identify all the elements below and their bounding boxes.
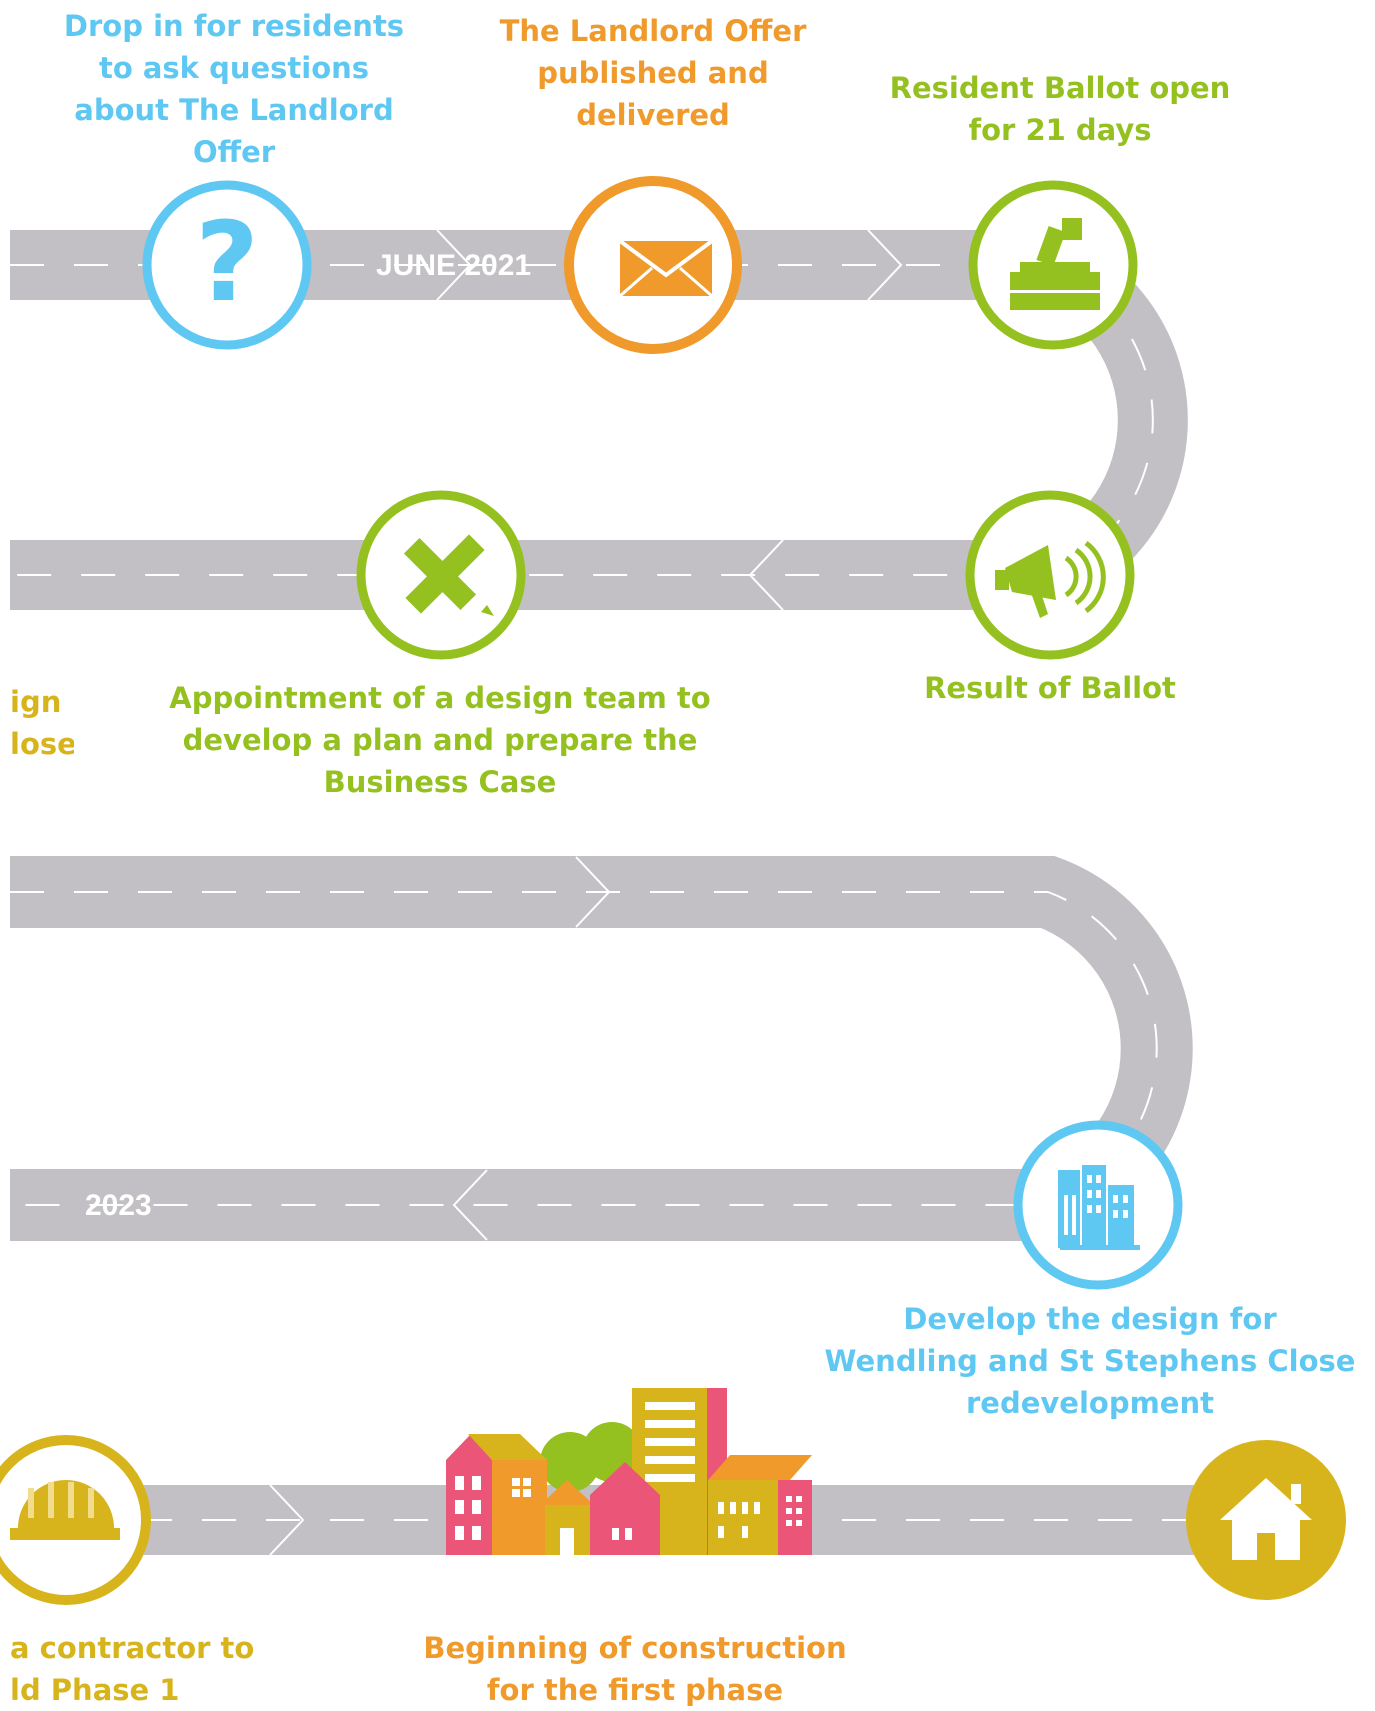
svg-text:?: ? bbox=[195, 198, 259, 326]
partial-design-label: ign lose bbox=[10, 685, 74, 761]
house-icon bbox=[1186, 1440, 1346, 1600]
ballot-open-label: Resident Ballot open for 21 days bbox=[889, 71, 1231, 147]
design-team-label: Appointment of a design team to develop … bbox=[169, 681, 711, 799]
city-buildings-icon bbox=[446, 1388, 812, 1555]
direction-chevrons bbox=[269, 229, 903, 1556]
date-2023: 2023 bbox=[85, 1189, 152, 1222]
megaphone-icon bbox=[965, 490, 1135, 660]
envelope-icon bbox=[564, 176, 742, 354]
blueprint-buildings-icon bbox=[1013, 1120, 1183, 1290]
ballot-result-label: Result of Ballot bbox=[924, 671, 1176, 705]
pencil-ruler-icon bbox=[356, 490, 526, 660]
contractor-label: a contractor to ld Phase 1 bbox=[10, 1631, 255, 1707]
road-row-2 bbox=[10, 856, 1193, 1241]
drop-in-label: Drop in for residents to ask questions a… bbox=[63, 9, 405, 169]
construction-label: Beginning of construction for the first … bbox=[423, 1631, 847, 1707]
date-june-2021: JUNE 2021 bbox=[376, 249, 532, 282]
hard-hat-icon bbox=[0, 1435, 151, 1605]
ballot-box-icon bbox=[968, 180, 1138, 350]
develop-design-label: Develop the design for Wendling and St S… bbox=[824, 1302, 1356, 1420]
question-icon: ? bbox=[142, 180, 312, 350]
landlord-offer-label: The Landlord Offer published and deliver… bbox=[499, 14, 807, 132]
